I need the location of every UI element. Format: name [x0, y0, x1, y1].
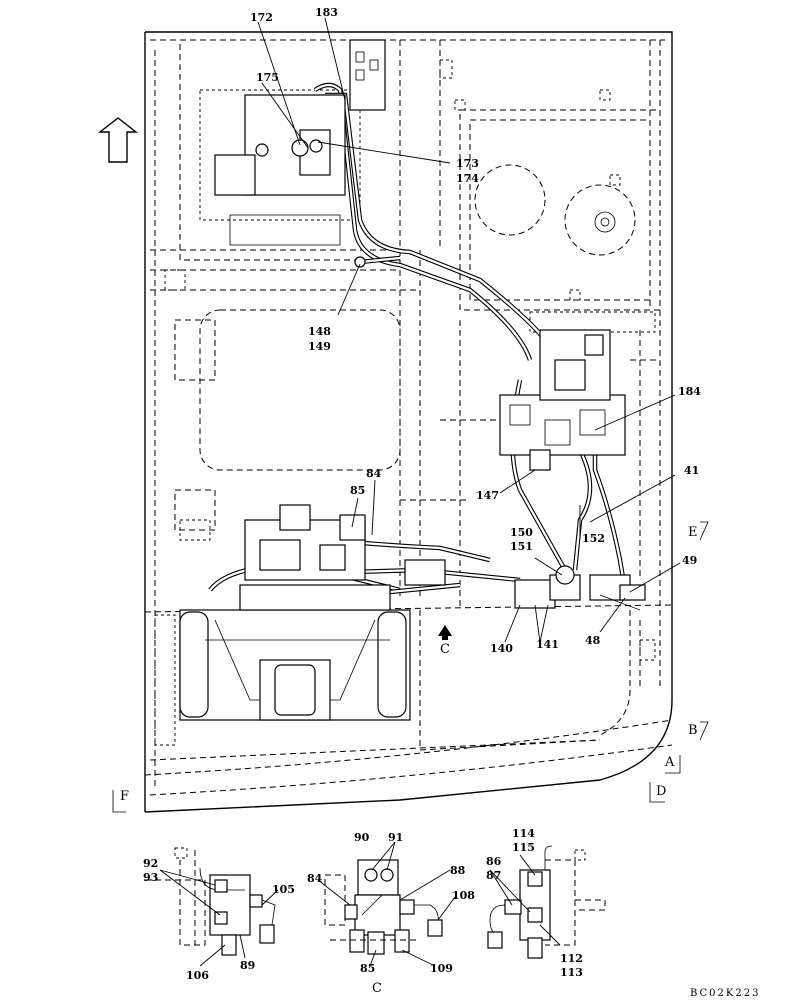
callout-d93: 93	[143, 871, 158, 884]
callout-174: 174	[456, 172, 479, 185]
swing-motor-assembly	[179, 504, 446, 721]
callout-173: 173	[456, 157, 479, 170]
callout-141: 141	[536, 638, 559, 651]
callout-172: 172	[250, 11, 273, 24]
callout-84: 84	[366, 467, 382, 480]
detail-view-center	[324, 859, 443, 955]
callout-d114: 114	[512, 827, 535, 840]
callout-d88: 88	[450, 864, 466, 877]
callout-151: 151	[510, 540, 533, 553]
pump-assembly	[214, 39, 386, 268]
callout-d87: 87	[486, 869, 501, 882]
detail-leader-lines	[159, 841, 561, 967]
leader-lines	[257, 17, 681, 643]
drawing-code: BC02K223	[690, 988, 760, 999]
callout-48: 48	[585, 634, 601, 647]
callout-d113: 113	[560, 966, 583, 979]
engine-area-outline	[150, 39, 510, 610]
callout-184: 184	[678, 385, 701, 398]
view-letters: C E B A D F C	[120, 525, 698, 996]
chassis-details	[154, 59, 656, 746]
callout-152: 152	[582, 532, 605, 545]
swing-valve-cluster	[514, 565, 646, 611]
callout-d86: 86	[486, 855, 502, 868]
control-valve	[499, 329, 626, 471]
detail-view-c-label: C	[372, 981, 382, 996]
callout-d105: 105	[272, 883, 295, 896]
callout-85: 85	[350, 484, 365, 497]
forward-arrow	[97, 117, 139, 163]
callout-d109: 109	[430, 962, 453, 975]
tank-outline	[459, 109, 661, 580]
callout-148: 148	[308, 325, 331, 338]
callout-d91: 91	[388, 831, 403, 844]
callout-150: 150	[510, 526, 533, 539]
callout-d89: 89	[240, 959, 255, 972]
callout-147: 147	[476, 489, 499, 502]
callout-d115: 115	[512, 841, 535, 854]
callout-d106: 106	[186, 969, 209, 982]
callout-d112: 112	[560, 952, 583, 965]
callout-d85: 85	[360, 962, 375, 975]
callout-140: 140	[490, 642, 513, 655]
callout-d84: 84	[307, 872, 323, 885]
hose-lines	[208, 82, 628, 598]
callout-labels: 172 183 175 173 174 148 149 184 41 84 85…	[143, 6, 701, 982]
section-marker-d: D	[656, 784, 666, 799]
section-marker-b: B	[688, 723, 698, 738]
callout-d92: 92	[143, 857, 158, 870]
view-marker-c-main: C	[440, 642, 450, 657]
callout-149: 149	[308, 340, 331, 353]
detail-view-right	[487, 845, 606, 959]
section-marker-a: A	[664, 755, 675, 770]
callout-d90: 90	[354, 831, 370, 844]
callout-d108: 108	[452, 889, 475, 902]
section-markers	[112, 521, 709, 813]
callout-175: 175	[256, 71, 279, 84]
callout-49: 49	[682, 554, 697, 567]
callout-183: 183	[315, 6, 338, 19]
section-marker-f: F	[120, 789, 129, 804]
detail-view-left	[145, 847, 276, 956]
view-c-arrow	[438, 625, 452, 640]
callout-41: 41	[684, 464, 699, 477]
section-marker-e: E	[688, 525, 698, 540]
